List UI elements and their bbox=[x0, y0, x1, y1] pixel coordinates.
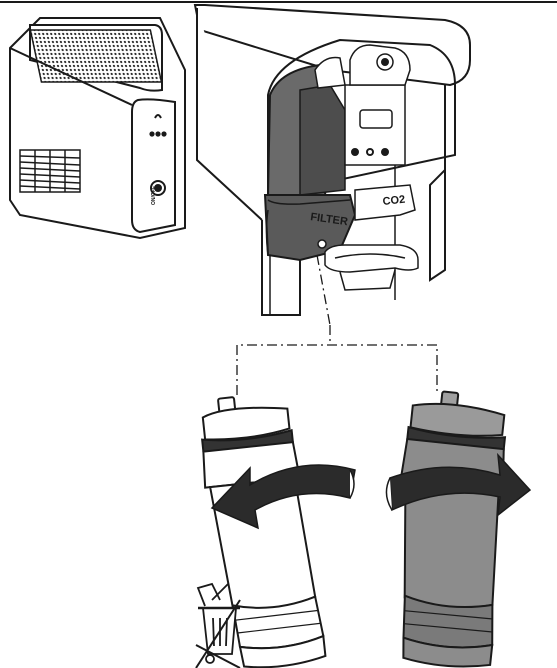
power-button-label: ON/OFF bbox=[151, 186, 157, 205]
waste-bin-icon bbox=[195, 582, 241, 668]
replace-arrow-left-icon bbox=[210, 464, 356, 530]
main-unit bbox=[193, 4, 471, 316]
old-filter bbox=[201, 396, 327, 668]
replace-arrow-right-icon bbox=[385, 452, 532, 517]
co2-label: CO2 bbox=[382, 194, 406, 208]
leader-lines bbox=[236, 254, 438, 395]
new-filter bbox=[400, 390, 507, 668]
filter-label: FILTER bbox=[310, 211, 349, 228]
device-overview bbox=[9, 17, 186, 240]
